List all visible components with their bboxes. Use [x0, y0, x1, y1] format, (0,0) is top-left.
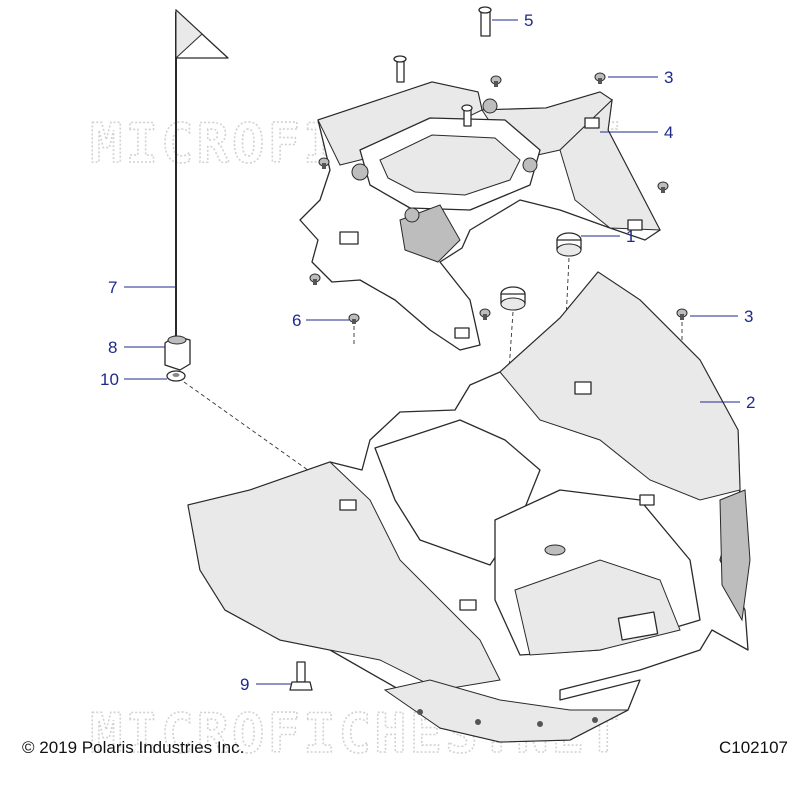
copyright-text: © 2019 Polaris Industries Inc.: [22, 738, 245, 757]
callout-6: 6: [292, 311, 301, 330]
push-rivet: [657, 181, 669, 193]
rack-screw: [393, 55, 407, 83]
grommet: [500, 286, 526, 311]
illustration-code: C102107: [718, 738, 788, 757]
callout-5: 5: [524, 11, 533, 30]
push-rivet: [318, 157, 330, 169]
rear-rack: [299, 81, 661, 351]
push-rivet: [594, 72, 606, 84]
push-rivet: [479, 308, 491, 320]
rack-screw: [461, 104, 473, 127]
safety-flag: [175, 8, 229, 340]
rear-fender: [187, 271, 751, 743]
push-rivet-6: [348, 313, 360, 324]
push-rivet: [676, 308, 688, 320]
callout-4: 4: [664, 123, 673, 142]
callout-7: 7: [108, 278, 117, 297]
callout-3-upper: 3: [664, 68, 673, 87]
callout-8: 8: [108, 338, 117, 357]
callout-2: 2: [746, 393, 755, 412]
callout-1: 1: [626, 227, 635, 246]
screw-5: [478, 6, 492, 37]
push-rivet: [309, 273, 321, 285]
grommet: [556, 232, 582, 257]
callout-3-lower: 3: [744, 307, 753, 326]
push-rivet: [490, 75, 502, 87]
bolt: [289, 661, 313, 691]
callout-10: 10: [100, 370, 119, 389]
callout-9: 9: [240, 675, 249, 694]
flag-mount-nut: [164, 335, 191, 371]
